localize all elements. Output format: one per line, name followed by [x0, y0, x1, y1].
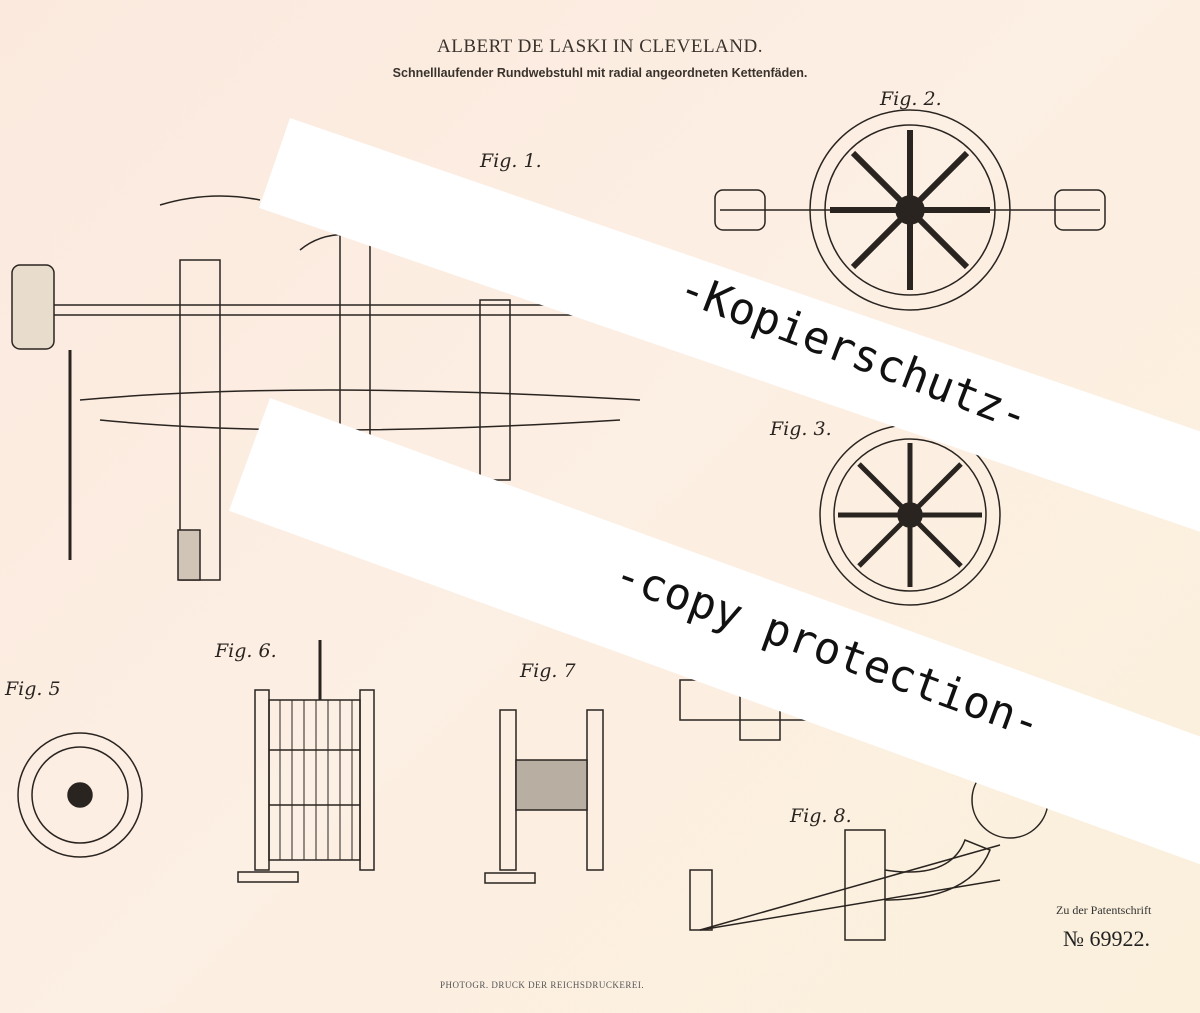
- patent-number: № 69922.: [1063, 926, 1150, 951]
- fig1-label: Fig. 1.: [480, 150, 542, 172]
- fig8-drawing: [689, 761, 1049, 941]
- fig3-wheel-drawing: [819, 424, 1001, 606]
- fig3-label: Fig. 3.: [770, 418, 832, 440]
- fig7-label: Fig. 7: [520, 660, 576, 682]
- fig2-wheel-drawing: [714, 109, 1106, 311]
- patent-label: Zu der Patentschrift: [1056, 903, 1152, 917]
- fig2-label: Fig. 2.: [880, 88, 942, 110]
- fig6-label: Fig. 6.: [215, 640, 277, 662]
- fig5-label: Fig. 5: [5, 678, 61, 700]
- patent-title: ALBERT DE LASKI IN CLEVELAND.: [437, 36, 763, 57]
- fig6-drawing: [237, 640, 375, 883]
- fig5-drawing: [17, 732, 143, 858]
- fig8-label: Fig. 8.: [790, 805, 852, 827]
- printer-credit: PHOTOGR. DRUCK DER REICHSDRUCKEREI.: [440, 980, 645, 990]
- patent-subtitle: Schnelllaufender Rundwebstuhl mit radial…: [392, 66, 808, 80]
- fig7-drawing: [484, 709, 604, 884]
